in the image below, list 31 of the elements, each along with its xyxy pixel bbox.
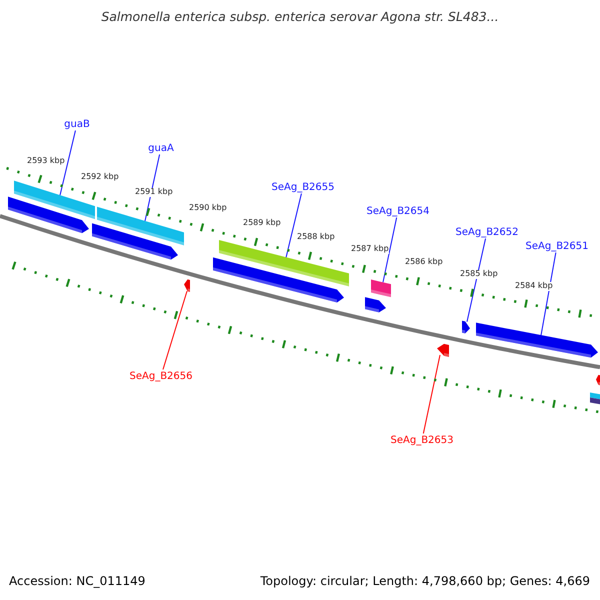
scale-label: 2588 kbp <box>297 233 335 242</box>
gene-block <box>371 280 391 298</box>
title: Salmonella enterica subsp. enterica serovar Agona str. SL483... <box>100 10 500 24</box>
gene-label: SeAg_B2655 <box>272 182 334 192</box>
gene-block <box>462 320 470 334</box>
gene-label: SeAg_B2652 <box>456 226 518 238</box>
gene-block <box>476 322 598 358</box>
gene-label: SeAg_B2654 <box>366 206 430 216</box>
footer-text: Accession: NC_011149 <box>9 575 146 588</box>
gene-block <box>184 279 190 292</box>
gene-label: SeAg_B2653 <box>390 434 454 446</box>
leader-line <box>144 154 160 222</box>
gene-label: SeAg_B2651 <box>526 240 588 252</box>
scale-label: 2587 kbp <box>351 245 389 254</box>
gene-label: guaA <box>148 142 174 154</box>
scale-label: 2584 kbp <box>515 282 553 291</box>
scale-label: 2592 kbp <box>81 173 119 182</box>
footer-text: Topology: circular; Length: 4,798,660 bp; Genes: 4,669 <box>260 575 590 588</box>
gene-block <box>97 206 184 246</box>
leader-line <box>466 238 486 322</box>
leader-line <box>286 193 302 258</box>
gene-block <box>14 180 95 220</box>
scale-label: 2590 kbp <box>189 204 227 213</box>
leader-line <box>162 290 188 370</box>
scale-label: 2585 kbp <box>460 270 498 279</box>
gene-block <box>437 344 449 357</box>
gene-block <box>219 240 349 286</box>
leader-line <box>422 354 440 434</box>
gene-label: SeAg_B2656 <box>130 370 192 382</box>
leader-line <box>540 252 556 336</box>
gene-label: guaB <box>64 118 90 130</box>
